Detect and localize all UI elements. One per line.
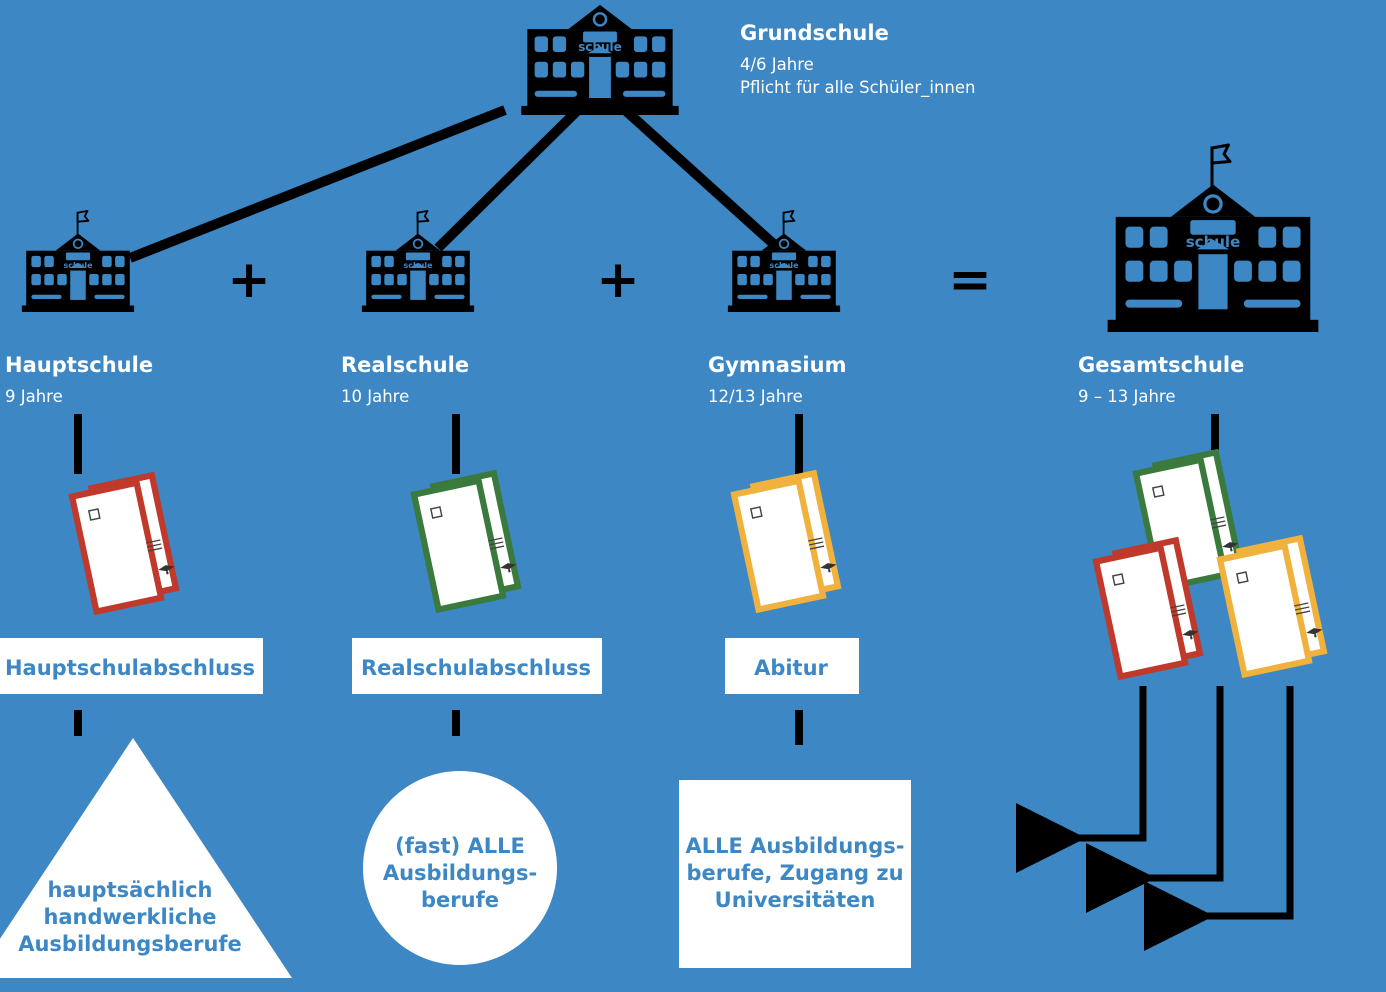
gymnasium-building-icon: schule — [727, 210, 841, 312]
realschule-outcome-line: Ausbildungs- — [383, 861, 537, 885]
hauptschule-outcome-line: Ausbildungsberufe — [18, 932, 242, 956]
realschule-outcome-circle — [363, 771, 557, 965]
abitur-box — [725, 638, 859, 694]
arrow-to-hauptschulabschluss — [1016, 686, 1147, 873]
gesamtschule-title: Gesamtschule — [1078, 353, 1244, 377]
svg-text:schule: schule — [1186, 233, 1241, 251]
realschule-building-icon: schule — [361, 210, 475, 312]
abitur-label: Abitur — [754, 656, 828, 680]
svg-text:schule: schule — [578, 40, 622, 54]
hauptschulabschluss-box — [0, 638, 263, 694]
arrow-to-abitur — [1144, 686, 1294, 951]
plus-sign: + — [596, 250, 640, 310]
hauptschulabschluss-label: Hauptschulabschluss — [5, 656, 255, 680]
grundschule-title: Grundschule — [740, 21, 889, 45]
gesamtschule-years: 9 – 13 Jahre — [1078, 387, 1176, 406]
gymnasium-outcome-line: Universitäten — [715, 888, 876, 912]
realschule-diploma-icon — [408, 468, 524, 615]
hauptschule-years: 9 Jahre — [5, 387, 63, 406]
grundschule-building-icon: schule — [521, 4, 679, 115]
grundschule-note: Pflicht für alle Schüler_innen — [740, 78, 975, 98]
realschule-outcome-line: berufe — [421, 888, 499, 912]
hauptschule-outcome-line: hauptsächlich — [47, 878, 212, 902]
vertical-connectors — [74, 414, 1219, 745]
equals-sign: = — [948, 250, 992, 310]
gesamtschule-building-icon: schule — [1107, 143, 1319, 332]
line-to-realschule — [434, 106, 582, 252]
grundschule-years: 4/6 Jahre — [740, 55, 814, 74]
line-to-gymnasium — [621, 106, 782, 252]
connector-lines — [128, 105, 782, 263]
plus-sign: + — [227, 250, 271, 310]
hauptschule-building-icon: schule — [21, 210, 135, 312]
gesamtschule-diploma-yellow-icon — [1214, 533, 1330, 680]
realschule-outcome-line: (fast) ALLE — [395, 834, 525, 858]
gymnasium-years: 12/13 Jahre — [708, 387, 803, 406]
gymnasium-title: Gymnasium — [708, 353, 846, 377]
gymnasium-outcome-box — [679, 780, 911, 968]
svg-text:schule: schule — [769, 261, 799, 270]
gymnasium-outcome-line: berufe, Zugang zu — [686, 861, 903, 885]
realschulabschluss-box — [352, 638, 602, 694]
realschule-years: 10 Jahre — [341, 387, 409, 406]
svg-text:schule: schule — [63, 261, 93, 270]
hauptschule-outcome-line: handwerkliche — [43, 905, 216, 929]
hauptschule-diploma-icon — [66, 470, 182, 617]
gesamtschule-arrows — [1016, 686, 1294, 951]
gymnasium-diploma-icon — [728, 468, 844, 615]
svg-text:schule: schule — [403, 261, 433, 270]
hauptschule-outcome-triangle — [0, 738, 292, 978]
gymnasium-outcome-line: ALLE Ausbildungs- — [686, 834, 905, 858]
hauptschule-title: Hauptschule — [5, 353, 153, 377]
realschule-title: Realschule — [341, 353, 469, 377]
arrow-to-realschulabschluss — [1086, 686, 1224, 913]
realschulabschluss-label: Realschulabschluss — [361, 656, 591, 680]
line-to-hauptschule — [128, 105, 507, 263]
